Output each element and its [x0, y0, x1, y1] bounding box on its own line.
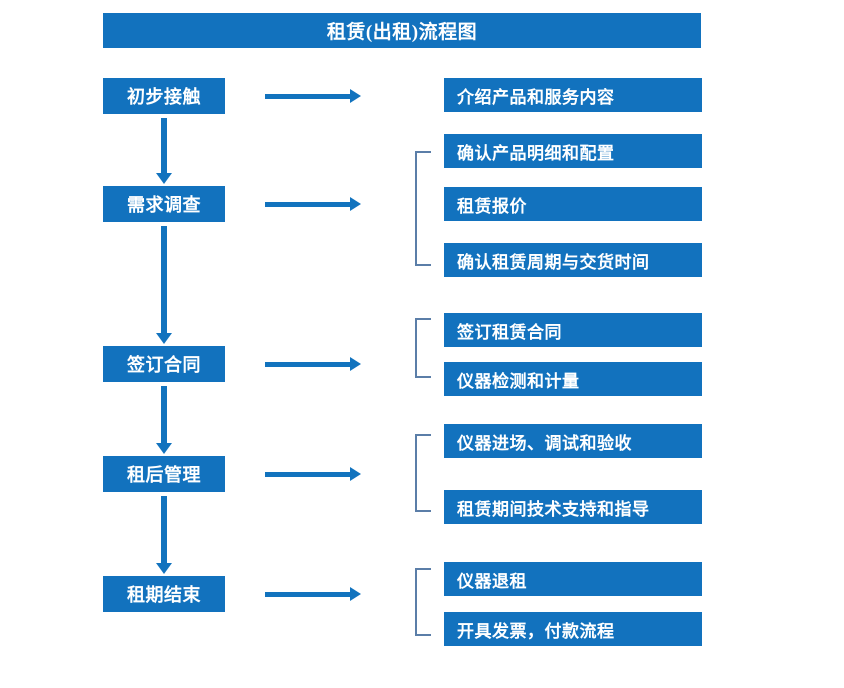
right-arrow-icon-4	[265, 467, 361, 481]
detail-box-1[interactable]: 介绍产品和服务内容	[444, 78, 702, 112]
down-arrow-icon-3	[156, 386, 172, 454]
diagram-title: 租赁(出租)流程图	[103, 13, 701, 48]
down-arrow-icon-4	[156, 496, 172, 574]
bracket-connector-end	[415, 568, 431, 636]
stage-box-3[interactable]: 签订合同	[103, 346, 225, 382]
bracket-connector-contract	[415, 318, 431, 378]
detail-box-7[interactable]: 仪器进场、调试和验收	[444, 424, 702, 458]
detail-box-2[interactable]: 确认产品明细和配置	[444, 134, 702, 168]
right-arrow-icon-3	[265, 357, 361, 371]
stage-box-1[interactable]: 初步接触	[103, 78, 225, 114]
detail-box-6[interactable]: 仪器检测和计量	[444, 362, 702, 396]
bracket-connector-demand	[415, 151, 431, 266]
right-arrow-icon-5	[265, 587, 361, 601]
down-arrow-icon-1	[156, 118, 172, 184]
detail-box-4[interactable]: 确认租赁周期与交货时间	[444, 243, 702, 277]
down-arrow-icon-2	[156, 226, 172, 344]
detail-box-8[interactable]: 租赁期间技术支持和指导	[444, 490, 702, 524]
stage-box-5[interactable]: 租期结束	[103, 576, 225, 612]
detail-box-10[interactable]: 开具发票，付款流程	[444, 612, 702, 646]
detail-box-3[interactable]: 租赁报价	[444, 187, 702, 221]
stage-box-2[interactable]: 需求调查	[103, 186, 225, 222]
detail-box-5[interactable]: 签订租赁合同	[444, 313, 702, 347]
stage-box-4[interactable]: 租后管理	[103, 456, 225, 492]
right-arrow-icon-1	[265, 89, 361, 103]
right-arrow-icon-2	[265, 197, 361, 211]
bracket-connector-management	[415, 434, 431, 512]
detail-box-9[interactable]: 仪器退租	[444, 562, 702, 596]
